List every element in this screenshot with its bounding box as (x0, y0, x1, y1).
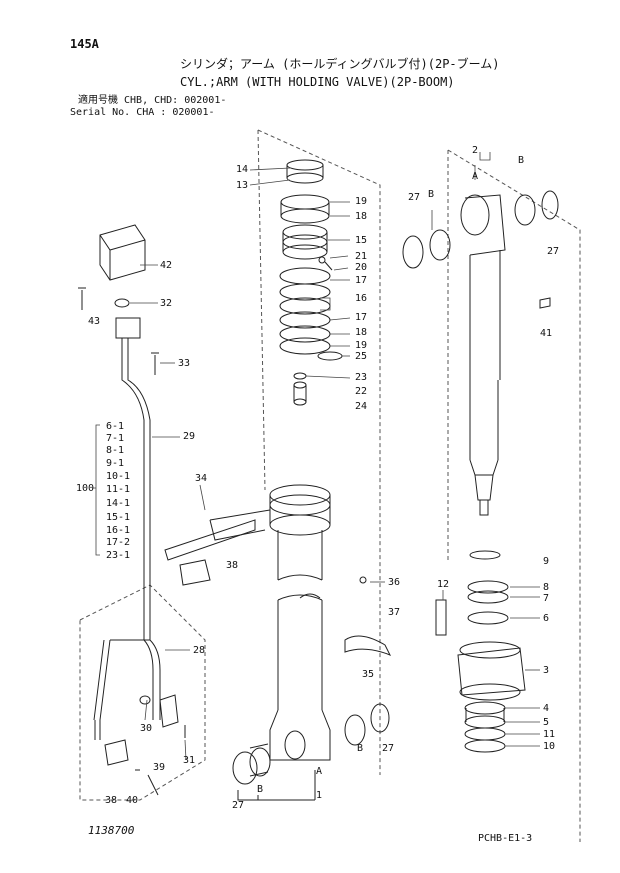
callout-B-top-left: B (428, 189, 435, 200)
callout-39: 39 (153, 762, 166, 773)
callout-36: 36 (388, 577, 401, 588)
callout-38-lower: 38 (105, 795, 118, 806)
callout-22: 22 (355, 386, 368, 397)
callout-43: 43 (88, 316, 101, 327)
callout-19: 19 (355, 196, 368, 207)
piston-stack (280, 160, 342, 405)
callout-9: 9 (543, 556, 550, 567)
callout-24: 24 (355, 401, 368, 412)
callout-A-top: A (472, 171, 479, 182)
callout-40: 40 (126, 795, 139, 806)
callout-20: 20 (355, 262, 368, 273)
cylinder-tube (165, 485, 390, 760)
callout-27-bottom-left: 27 (232, 800, 245, 811)
kit-item: 16-1 (106, 525, 131, 536)
callout-17-lower: 17 (355, 312, 368, 323)
callout-16: 16 (355, 293, 368, 304)
callout-A-bottom: A (316, 766, 323, 777)
callout-29: 29 (183, 431, 196, 442)
holding-valve-and-pipe (78, 225, 210, 795)
callout-27-bottom-right: 27 (382, 743, 395, 754)
kit-item: 23-1 (106, 550, 131, 561)
kit-item: 8-1 (106, 445, 125, 456)
callout-13: 13 (236, 180, 249, 191)
callout-30: 30 (140, 723, 153, 734)
callout-17: 17 (355, 275, 368, 286)
callout-10: 10 (543, 741, 556, 752)
callout-15: 15 (355, 235, 368, 246)
callout-5: 5 (543, 717, 550, 728)
callout-6: 6 (543, 613, 550, 624)
callout-41: 41 (540, 328, 553, 339)
callout-2: 2 (472, 145, 479, 156)
kit-item: 15-1 (106, 512, 131, 523)
drawing-number: 1138700 (88, 824, 135, 837)
callout-B-bottom-left: B (257, 784, 264, 795)
callout-12: 12 (437, 579, 450, 590)
kit-item: 10-1 (106, 471, 131, 482)
callout-37: 37 (388, 607, 401, 618)
callout-27-top-right: 27 (547, 246, 560, 257)
piston-rod (403, 191, 558, 515)
serial-japanese: 適用号機 CHB, CHD: 002001- (78, 95, 227, 106)
kit-item: 7-1 (106, 433, 125, 444)
callout-18-lower: 18 (355, 327, 368, 338)
callout-B-bottom-right: B (357, 743, 364, 754)
callout-8: 8 (543, 582, 550, 593)
callout-14: 14 (236, 164, 249, 175)
title-english: CYL.;ARM (WITH HOLDING VALVE)(2P-BOOM) (180, 75, 455, 89)
callout-35: 35 (362, 669, 375, 680)
callout-4: 4 (543, 703, 550, 714)
sheet-code: PCHB-E1-3 (478, 833, 533, 844)
callout-21: 21 (355, 251, 368, 262)
callout-23: 23 (355, 372, 368, 383)
callout-27-top-left: 27 (408, 192, 421, 203)
page-code: 145A (70, 37, 99, 51)
kit-item: 6-1 (106, 421, 125, 432)
callout-34: 34 (195, 473, 208, 484)
cylinder-end-parts (233, 704, 389, 800)
callout-3: 3 (543, 665, 550, 676)
callout-42: 42 (160, 260, 173, 271)
rod-head-parts (436, 551, 525, 752)
callout-18: 18 (355, 211, 368, 222)
serial-english: Serial No. CHA : 020001- (70, 107, 215, 118)
callout-28: 28 (193, 645, 206, 656)
leader-lines (92, 152, 540, 760)
callout-25: 25 (355, 351, 368, 362)
kit-item: 9-1 (106, 458, 125, 469)
kit-item: 14-1 (106, 498, 131, 509)
callout-31: 31 (183, 755, 196, 766)
callout-B-top-right: B (518, 155, 525, 166)
kit-item: 17-2 (106, 537, 131, 548)
callout-7: 7 (543, 593, 550, 604)
callout-11: 11 (543, 729, 556, 740)
callout-1: 1 (316, 790, 323, 801)
callout-19-lower: 19 (355, 340, 368, 351)
callout-38-upper: 38 (226, 560, 239, 571)
callout-100: 100 (76, 483, 95, 494)
callout-33: 33 (178, 358, 191, 369)
kit-item: 11-1 (106, 484, 131, 495)
title-japanese: シリンダ；アーム (ホールディングバルブ付)(2P-ブーム) (180, 57, 500, 71)
callout-32: 32 (160, 298, 173, 309)
